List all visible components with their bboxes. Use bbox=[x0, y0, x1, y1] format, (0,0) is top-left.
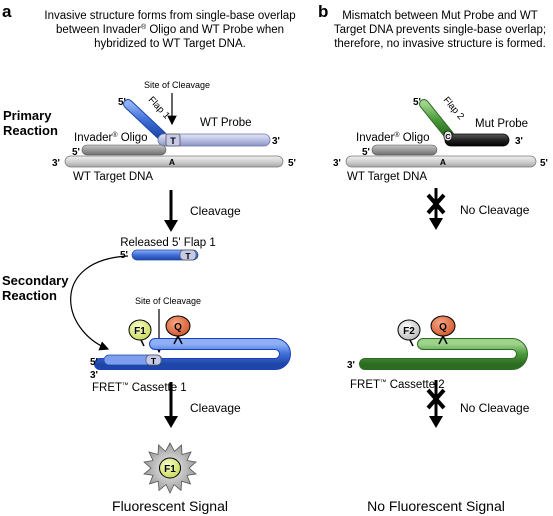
no-cleavage-arrow-1 bbox=[426, 188, 446, 230]
panel-b-caption-line3: therefore, no invasive structure is form… bbox=[334, 38, 546, 50]
invader-oligo-label-a: Invader® Oligo bbox=[74, 131, 148, 144]
fluorescent-signal-label: Fluorescent Signal bbox=[112, 498, 228, 514]
mut-probe-label: Mut Probe bbox=[475, 118, 528, 130]
wt-target-dna-label-a: WT Target DNA bbox=[73, 171, 153, 183]
wt-probe-strand bbox=[157, 133, 271, 147]
mut-probe-strand bbox=[444, 133, 510, 147]
secondary-reaction-label-line1: Secondary bbox=[2, 273, 69, 288]
panel-a-caption-line2: between Invader® Oligo and WT Probe when bbox=[56, 23, 284, 36]
wt-target-dna-strand-a bbox=[64, 155, 284, 168]
primary-reaction-label-line2: Reaction bbox=[3, 123, 58, 138]
cassette-1-three-prime: 3' bbox=[90, 370, 98, 381]
fret-cassette-2-label: FRET™ Cassette 2 bbox=[350, 379, 445, 391]
bound-flap-t-base bbox=[145, 354, 162, 366]
fret-cassette-1 bbox=[94, 338, 291, 370]
no-cleavage-label-1: No Cleavage bbox=[460, 203, 530, 217]
invader-oligo-strand-a bbox=[81, 144, 167, 156]
mut-probe-c-base bbox=[443, 130, 453, 142]
flap-2-strand bbox=[419, 99, 454, 140]
cleavage-arrow-1 bbox=[164, 190, 178, 232]
panel-b-letter: b bbox=[318, 2, 328, 21]
bound-flap-t-label: T bbox=[151, 356, 157, 366]
invader-five-prime-b: 5' bbox=[362, 147, 370, 158]
panel-a-letter: a bbox=[2, 2, 12, 21]
flap-1-label: Flap 1 bbox=[146, 95, 172, 122]
flap-binding-curved-arrow bbox=[70, 255, 129, 351]
probe-t-base bbox=[165, 133, 181, 147]
f2-label: F2 bbox=[403, 326, 415, 337]
quencher-2 bbox=[430, 315, 456, 337]
cleavage-arrow-2 bbox=[164, 382, 178, 428]
released-flap-t-base bbox=[179, 249, 197, 261]
mut-probe-three-prime: 3' bbox=[515, 136, 523, 147]
mut-probe-c-label: C bbox=[445, 132, 451, 141]
quencher-1-label: Q bbox=[174, 322, 182, 333]
target-five-prime-b: 5' bbox=[540, 158, 548, 169]
f2-fluorophore bbox=[397, 319, 421, 341]
target-three-prime-b: 3' bbox=[333, 158, 341, 169]
flap-2-five-prime: 5' bbox=[413, 97, 421, 108]
released-flap-label: Released 5' Flap 1 bbox=[120, 237, 216, 249]
panel-b-caption-line1: Mismatch between Mut Probe and WT bbox=[342, 10, 538, 22]
wt-target-dna-label-b: WT Target DNA bbox=[347, 171, 427, 183]
f1-fluorophore bbox=[128, 319, 152, 341]
cleavage-label-2: Cleavage bbox=[190, 401, 241, 415]
fret-cassette-2 bbox=[359, 338, 528, 370]
f1-label: F1 bbox=[134, 326, 146, 337]
invader-five-prime-a: 5' bbox=[72, 147, 80, 158]
wt-probe-label: WT Probe bbox=[200, 117, 252, 129]
panel-a-caption-line3: hybridized to WT Target DNA. bbox=[94, 38, 246, 50]
released-flap-t-label: T bbox=[185, 251, 191, 261]
target-three-prime-a: 3' bbox=[52, 158, 60, 169]
site-of-cleavage-label-secondary: Site of Cleavage bbox=[135, 296, 201, 306]
flap-2-label: Flap 2 bbox=[441, 95, 466, 122]
target-a-base-a: A bbox=[169, 157, 175, 167]
probe-t-base-label: T bbox=[170, 136, 176, 146]
panel-a: a Invasive structure forms from single-b… bbox=[2, 2, 296, 514]
primary-reaction-label-line1: Primary bbox=[3, 108, 52, 123]
released-f1-label: F1 bbox=[164, 464, 176, 475]
wt-probe-three-prime: 3' bbox=[272, 136, 280, 147]
panel-b: b Mismatch between Mut Probe and WT Targ… bbox=[318, 2, 548, 514]
no-cleavage-arrow-2 bbox=[426, 380, 446, 428]
wt-target-dna-strand-b bbox=[345, 155, 537, 168]
quencher-2-label: Q bbox=[439, 322, 447, 333]
panel-b-caption-line2: Target DNA prevents single-base overlap; bbox=[334, 24, 546, 36]
released-flap-five-prime: 5' bbox=[120, 250, 128, 261]
invader-oligo-label-b: Invader® Oligo bbox=[356, 131, 430, 144]
bound-flap-five-prime: 5' bbox=[90, 357, 98, 368]
panel-a-caption-line1: Invasive structure forms from single-bas… bbox=[44, 10, 295, 22]
secondary-reaction-label-line2: Reaction bbox=[2, 288, 57, 303]
site-of-cleavage-label-primary: Site of Cleavage bbox=[144, 80, 210, 90]
cleavage-label-1: Cleavage bbox=[190, 204, 241, 218]
quencher-1 bbox=[165, 315, 191, 337]
flap-1-strand bbox=[123, 99, 167, 141]
invader-oligo-strand-b bbox=[371, 144, 438, 156]
no-cleavage-label-2: No Cleavage bbox=[460, 401, 530, 415]
flap-1-five-prime: 5' bbox=[118, 97, 126, 108]
target-five-prime-a: 5' bbox=[288, 158, 296, 169]
cassette-2-three-prime: 3' bbox=[347, 360, 355, 371]
released-f1-fluorophore bbox=[159, 457, 181, 479]
target-b-base-a: A bbox=[440, 157, 446, 167]
no-fluorescent-signal-label: No Fluorescent Signal bbox=[367, 498, 505, 514]
